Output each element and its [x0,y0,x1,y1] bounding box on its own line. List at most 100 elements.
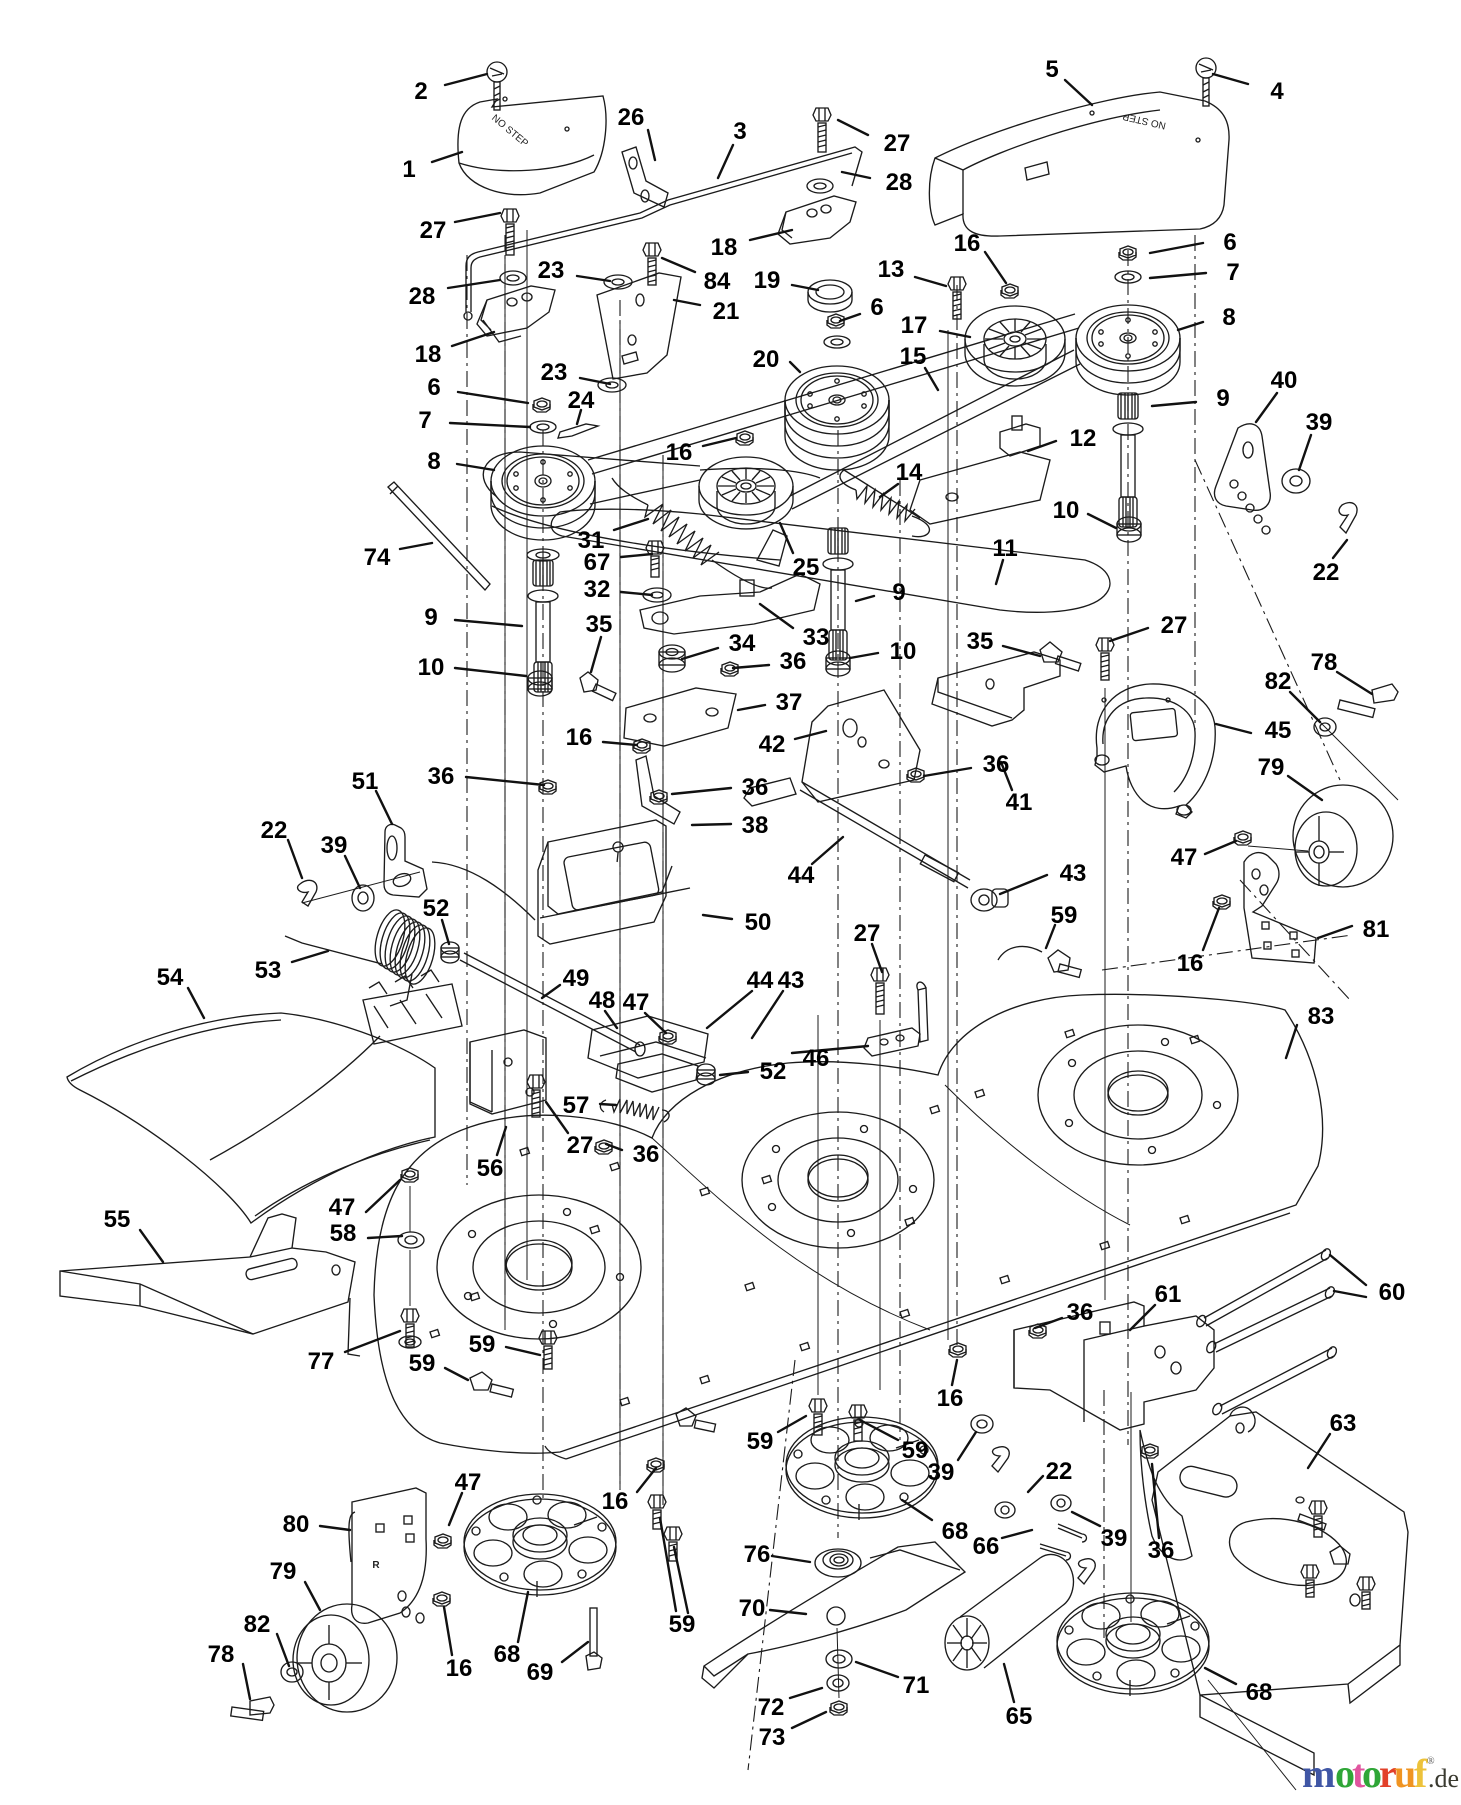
svg-text:8: 8 [1222,304,1235,331]
svg-text:78: 78 [208,1641,235,1668]
svg-text:54: 54 [157,964,184,991]
svg-text:36: 36 [742,774,769,801]
svg-text:o: o [1362,1751,1382,1796]
svg-text:33: 33 [803,624,830,651]
svg-text:t: t [1352,1751,1366,1796]
svg-text:59: 59 [669,1611,696,1638]
svg-text:18: 18 [415,341,442,368]
svg-text:u: u [1394,1751,1416,1796]
svg-text:22: 22 [1313,559,1340,586]
svg-text:27: 27 [884,130,911,157]
svg-text:23: 23 [538,257,565,284]
svg-text:32: 32 [584,576,611,603]
svg-text:47: 47 [623,989,650,1016]
svg-text:40: 40 [1271,367,1298,394]
svg-text:74: 74 [364,544,391,571]
svg-text:4: 4 [1270,78,1284,105]
svg-text:6: 6 [1223,229,1236,256]
svg-text:9: 9 [424,604,437,631]
svg-text:37: 37 [776,689,803,716]
svg-text:36: 36 [780,648,807,675]
svg-text:59: 59 [902,1437,929,1464]
svg-text:26: 26 [618,104,645,131]
svg-text:22: 22 [261,817,288,844]
svg-text:22: 22 [1046,1458,1073,1485]
svg-text:82: 82 [244,1611,271,1638]
svg-text:41: 41 [1006,789,1033,816]
svg-text:44: 44 [788,862,815,889]
svg-text:47: 47 [329,1194,356,1221]
svg-text:48: 48 [589,987,616,1014]
svg-text:63: 63 [1330,1410,1357,1437]
svg-text:36: 36 [1067,1299,1094,1326]
svg-text:83: 83 [1308,1003,1335,1030]
svg-text:84: 84 [704,268,731,295]
svg-text:70: 70 [739,1595,766,1622]
svg-text:21: 21 [713,298,740,325]
svg-text:5: 5 [1045,56,1058,83]
svg-text:2: 2 [414,78,427,105]
svg-text:10: 10 [890,638,917,665]
svg-text:38: 38 [742,812,769,839]
svg-text:9: 9 [892,579,905,606]
svg-text:R: R [372,1560,380,1571]
svg-text:10: 10 [1053,497,1080,524]
svg-text:23: 23 [541,359,568,386]
svg-text:16: 16 [566,724,593,751]
svg-text:44: 44 [747,967,774,994]
svg-text:36: 36 [983,751,1010,778]
svg-text:27: 27 [854,920,881,947]
svg-text:71: 71 [903,1672,930,1699]
svg-text:25: 25 [793,554,820,581]
svg-text:16: 16 [446,1655,473,1682]
svg-text:.de: .de [1428,1764,1459,1793]
svg-text:7: 7 [418,407,431,434]
svg-text:®: ® [1427,1756,1435,1767]
svg-text:60: 60 [1379,1279,1406,1306]
svg-text:r: r [1379,1751,1397,1796]
svg-text:67: 67 [584,549,611,576]
svg-text:45: 45 [1265,717,1292,744]
svg-text:o: o [1335,1751,1355,1796]
svg-text:82: 82 [1265,668,1292,695]
svg-text:1: 1 [402,156,415,183]
svg-text:36: 36 [633,1141,660,1168]
svg-text:78: 78 [1311,649,1338,676]
svg-text:27: 27 [1161,612,1188,639]
svg-text:39: 39 [928,1459,955,1486]
svg-text:77: 77 [308,1348,335,1375]
svg-text:43: 43 [778,967,805,994]
svg-text:68: 68 [942,1518,969,1545]
svg-text:59: 59 [469,1331,496,1358]
svg-text:36: 36 [428,763,455,790]
svg-text:6: 6 [870,294,883,321]
svg-text:3: 3 [733,118,746,145]
svg-text:73: 73 [759,1724,786,1751]
svg-text:16: 16 [954,230,981,257]
svg-text:7: 7 [1226,259,1239,286]
svg-text:20: 20 [753,346,780,373]
svg-text:50: 50 [745,909,772,936]
svg-text:16: 16 [937,1385,964,1412]
svg-text:f: f [1414,1751,1428,1796]
svg-text:57: 57 [563,1092,590,1119]
svg-text:46: 46 [803,1045,830,1072]
svg-text:55: 55 [104,1206,131,1233]
svg-text:19: 19 [754,267,781,294]
svg-text:47: 47 [455,1469,482,1496]
svg-text:61: 61 [1155,1281,1182,1308]
svg-text:58: 58 [330,1220,357,1247]
svg-text:68: 68 [494,1641,521,1668]
svg-text:47: 47 [1171,844,1198,871]
svg-text:80: 80 [283,1511,310,1538]
svg-text:53: 53 [255,957,282,984]
svg-text:68: 68 [1246,1679,1273,1706]
svg-text:16: 16 [602,1488,629,1515]
svg-text:16: 16 [666,439,693,466]
svg-text:28: 28 [886,169,913,196]
svg-text:35: 35 [967,628,994,655]
svg-text:36: 36 [1148,1537,1175,1564]
svg-text:10: 10 [418,654,445,681]
svg-text:59: 59 [1051,902,1078,929]
svg-text:52: 52 [760,1058,787,1085]
